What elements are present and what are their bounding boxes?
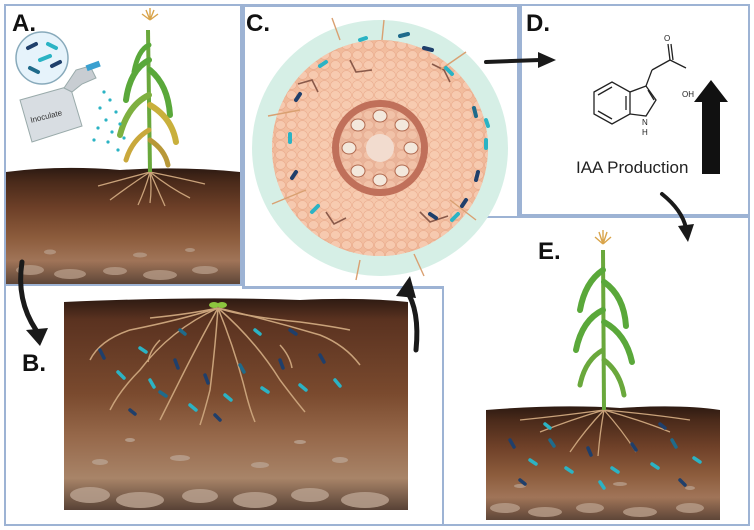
panel-a (4, 4, 242, 286)
panel-e-label: E. (538, 238, 561, 265)
panel-b (4, 286, 444, 526)
panel-c-label: C. (246, 10, 270, 37)
atom-label-h: H (642, 128, 648, 137)
panel-e (444, 216, 750, 526)
atom-label-o: O (664, 34, 671, 43)
atom-label-oh: OH (682, 90, 694, 99)
atom-label-n: N (642, 118, 648, 127)
panel-d (520, 4, 750, 216)
panel-a-label: A. (12, 10, 36, 37)
iaa-production-caption: IAA Production (576, 158, 689, 177)
panel-b-label: B. (22, 350, 46, 377)
panel-d-label: D. (526, 10, 550, 37)
